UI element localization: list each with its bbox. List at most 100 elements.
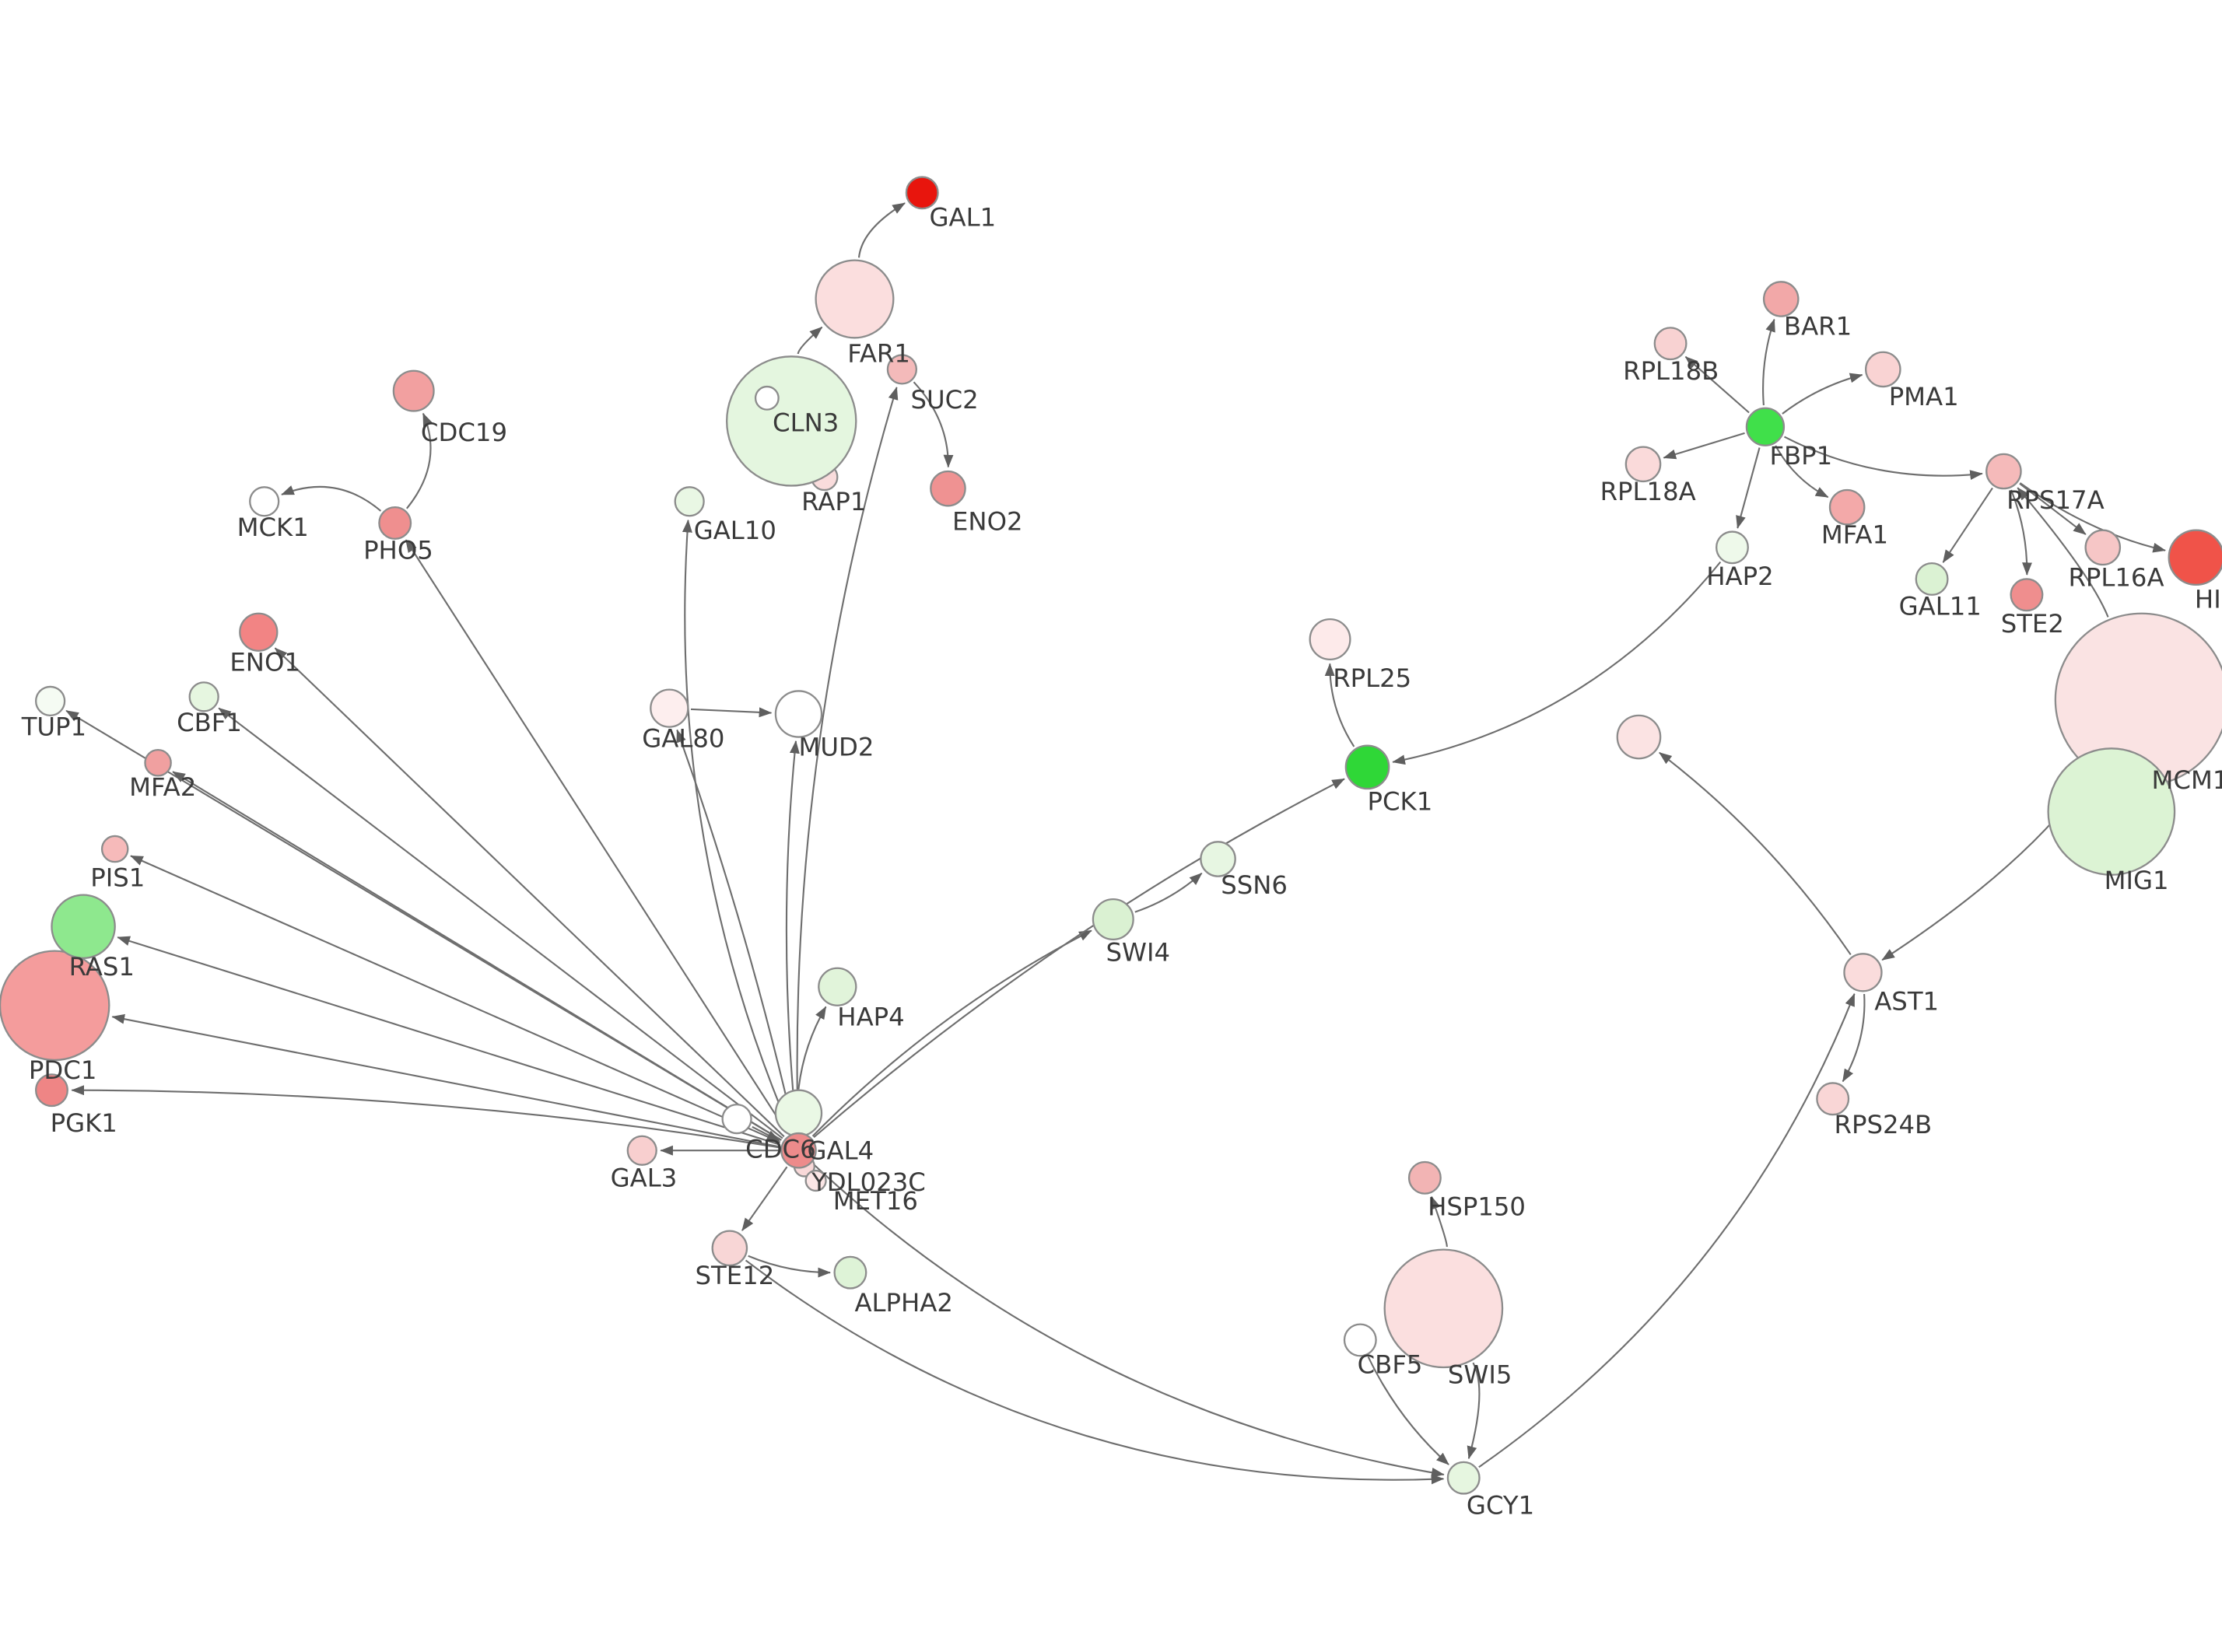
node-far1[interactable]	[815, 259, 895, 339]
node-met16[interactable]	[804, 1169, 827, 1192]
node-n_unlabeled[interactable]	[1616, 714, 1662, 760]
node-bar1[interactable]	[1762, 281, 1800, 317]
edge-gal4-gcy1[interactable]	[812, 1163, 1445, 1478]
node-hap4[interactable]	[818, 967, 857, 1006]
node-swi5[interactable]	[1383, 1248, 1504, 1369]
node-cln3_inner[interactable]	[754, 385, 780, 411]
edge-swi4-ssn6[interactable]	[1134, 872, 1203, 913]
edge-gal4-gal10[interactable]	[682, 519, 792, 1132]
node-gal3[interactable]	[626, 1135, 657, 1166]
node-pck1[interactable]	[1344, 744, 1390, 790]
edge-pho5-cdc19[interactable]	[406, 412, 433, 509]
node-mck1[interactable]	[249, 486, 280, 517]
edge-ast1-n_unlabeled[interactable]	[1659, 751, 1852, 956]
node-cbf1[interactable]	[188, 681, 219, 712]
edge-gal4-suc2[interactable]	[796, 387, 899, 1131]
edge-gal4-eno1[interactable]	[274, 647, 785, 1138]
label-far1: FAR1	[847, 339, 910, 369]
node-rps17a[interactable]	[1985, 453, 2022, 490]
node-mud2[interactable]	[774, 690, 823, 738]
edge-gal4-mud2[interactable]	[785, 740, 800, 1131]
label-mfa2: MFA2	[129, 772, 196, 802]
edge-cln3-far1[interactable]	[797, 326, 823, 355]
edge-gal4-ras1[interactable]	[117, 936, 780, 1146]
node-gal4[interactable]	[780, 1132, 817, 1169]
edge-fbp1-pma1[interactable]	[1782, 373, 1863, 415]
edge-gal80-mud2[interactable]	[690, 707, 773, 718]
edge-gal4-pgk1[interactable]	[71, 1085, 780, 1149]
edge-gal4-mfa2[interactable]	[172, 771, 782, 1141]
edge-gal4-cbf1[interactable]	[218, 707, 783, 1139]
node-hap2[interactable]	[1716, 530, 1749, 565]
edge-gal4-pdc1[interactable]	[111, 1013, 780, 1148]
node-mfa2[interactable]	[144, 749, 172, 777]
node-ras1[interactable]	[51, 894, 116, 960]
label-fbp1: FBP1	[1769, 441, 1832, 471]
node-gcy1[interactable]	[1446, 1461, 1481, 1495]
node-mfa1[interactable]	[1828, 488, 1866, 526]
node-ste12[interactable]	[711, 1230, 748, 1267]
node-gal11[interactable]	[1915, 562, 1949, 596]
node-alpha2[interactable]	[833, 1255, 867, 1290]
edge-gal4-pck1[interactable]	[813, 778, 1345, 1139]
edge-gal4-pho5[interactable]	[405, 539, 789, 1135]
edge-ste12-alpha2[interactable]	[748, 1255, 831, 1278]
node-ast1[interactable]	[1843, 953, 1883, 992]
node-rpl25[interactable]	[1309, 618, 1351, 660]
edge-ste12-gcy1[interactable]	[745, 1259, 1445, 1485]
node-tup1[interactable]	[35, 685, 66, 717]
edge-fbp1-rps17a[interactable]	[1783, 436, 1983, 481]
node-suc2[interactable]	[886, 354, 917, 385]
edge-far1-gal1[interactable]	[857, 202, 906, 258]
edge-hap2-pck1[interactable]	[1392, 561, 1722, 765]
node-cdc19[interactable]	[392, 369, 435, 412]
node-fbp1[interactable]	[1745, 407, 1786, 446]
node-hsp150[interactable]	[1407, 1160, 1442, 1195]
edge-pck1-rpl25[interactable]	[1324, 663, 1355, 747]
node-pma1[interactable]	[1865, 351, 1901, 388]
node-pis1[interactable]	[100, 835, 129, 863]
node-swi4[interactable]	[1092, 898, 1134, 941]
node-rpl16a[interactable]	[2084, 529, 2122, 566]
edge-swi5-gcy1[interactable]	[1467, 1362, 1481, 1460]
edge-fbp1-hap2[interactable]	[1736, 447, 1761, 529]
edge-cbf5-gcy1[interactable]	[1367, 1356, 1449, 1465]
label-suc2: SUC2	[910, 385, 978, 415]
node-mig1[interactable]	[2047, 747, 2176, 876]
node-rpl18a[interactable]	[1624, 446, 1662, 483]
node-pho5[interactable]	[378, 506, 412, 540]
label-pck1: PCK1	[1368, 787, 1433, 817]
edge-fbp1-mfa1[interactable]	[1775, 445, 1829, 499]
edge-suc2-eno2[interactable]	[913, 381, 954, 468]
edge-hub_white-gal4[interactable]	[752, 1125, 780, 1142]
node-his4[interactable]	[2168, 529, 2222, 586]
edge-swi5-hsp150[interactable]	[1431, 1195, 1448, 1248]
node-gal80[interactable]	[650, 688, 689, 728]
node-cdc6[interactable]	[774, 1089, 823, 1137]
node-hub_white[interactable]	[721, 1104, 752, 1135]
edge-ast1-rps24b[interactable]	[1842, 993, 1866, 1083]
node-rpl18b[interactable]	[1653, 327, 1688, 361]
edge-mcm1-rps17a[interactable]	[2017, 487, 2109, 618]
node-eno1[interactable]	[239, 612, 279, 652]
node-eno2[interactable]	[930, 470, 966, 507]
node-pdc1[interactable]	[0, 950, 110, 1062]
edge-rps17a-gal11[interactable]	[1942, 487, 1993, 563]
edge-gal4-ste12[interactable]	[741, 1166, 788, 1231]
node-gal1[interactable]	[905, 176, 939, 210]
edge-rps17a-his4[interactable]	[2019, 482, 2166, 553]
edge-gcy1-ast1[interactable]	[1478, 992, 1856, 1468]
node-ssn6[interactable]	[1200, 841, 1236, 877]
edge-pho5-mck1[interactable]	[281, 485, 382, 512]
edge-gal4-pis1[interactable]	[130, 855, 781, 1143]
node-pgk1[interactable]	[35, 1073, 68, 1108]
edge-fbp1-bar1[interactable]	[1762, 318, 1775, 406]
node-cbf5[interactable]	[1343, 1323, 1377, 1357]
node-ste2[interactable]	[2010, 578, 2044, 612]
edge-fbp1-rpl18a[interactable]	[1663, 432, 1745, 460]
edge-rps17a-ste2[interactable]	[2010, 489, 2032, 576]
node-gal10[interactable]	[674, 486, 705, 517]
node-rps24b[interactable]	[1816, 1082, 1850, 1116]
edge-gal4-swi4[interactable]	[811, 929, 1092, 1137]
edge-fbp1-rpl18b[interactable]	[1684, 355, 1750, 414]
